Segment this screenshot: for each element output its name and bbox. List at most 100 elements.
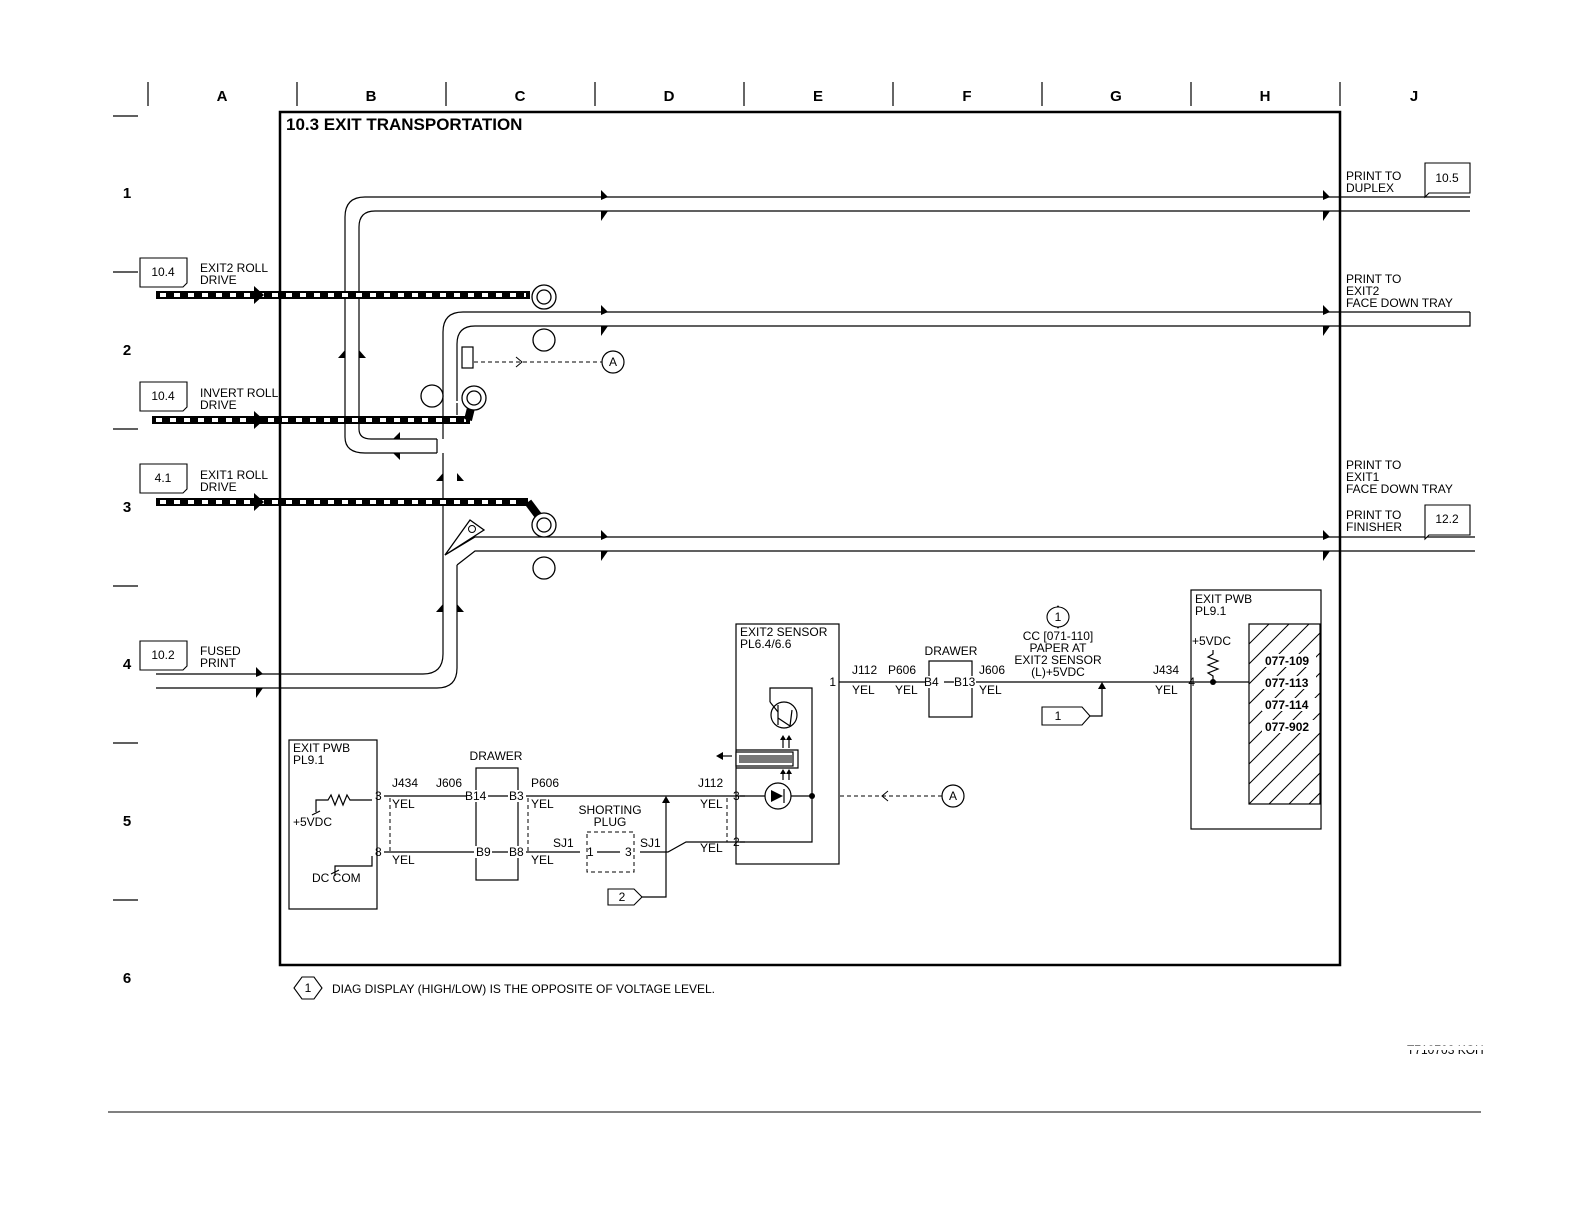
svg-text:EXIT PWB: EXIT PWB <box>293 741 350 755</box>
svg-text:SHORTING: SHORTING <box>578 803 641 817</box>
svg-text:3: 3 <box>733 789 740 803</box>
flow-arrows <box>256 190 1330 698</box>
svg-text:PL9.1: PL9.1 <box>293 753 325 767</box>
svg-text:3: 3 <box>375 789 382 803</box>
svg-text:J434: J434 <box>1153 663 1179 677</box>
svg-text:B4: B4 <box>924 675 939 689</box>
col-label-d: D <box>664 88 675 105</box>
footnote: 1 DIAG DISPLAY (HIGH/LOW) IS THE OPPOSIT… <box>293 976 715 1000</box>
svg-text:PRINT TO: PRINT TO <box>1346 272 1401 286</box>
row-label-5: 5 <box>123 813 131 830</box>
svg-text:FACE DOWN TRAY: FACE DOWN TRAY <box>1346 482 1453 496</box>
svg-text:1: 1 <box>587 845 594 859</box>
svg-text:P606: P606 <box>888 663 916 677</box>
exit-pwb-right: EXIT PWB PL9.1 +5VDC 077-109 077-113 077… <box>1190 589 1322 830</box>
svg-text:PL9.1: PL9.1 <box>1195 604 1227 618</box>
input-fused-print: 10.2 FUSED PRINT <box>139 640 241 671</box>
svg-text:3: 3 <box>625 845 632 859</box>
svg-text:2: 2 <box>619 890 626 904</box>
svg-text:J606: J606 <box>979 663 1005 677</box>
col-label-a: A <box>217 88 228 105</box>
col-label-g: G <box>1110 88 1122 105</box>
svg-text:YEL: YEL <box>700 841 723 855</box>
svg-text:+5VDC: +5VDC <box>293 815 332 829</box>
svg-text:FINISHER: FINISHER <box>1346 520 1402 534</box>
svg-text:B13: B13 <box>954 675 976 689</box>
svg-text:YEL: YEL <box>392 853 415 867</box>
svg-text:YEL: YEL <box>392 797 415 811</box>
svg-text:INVERT ROLL: INVERT ROLL <box>200 386 279 400</box>
svg-text:B8: B8 <box>509 845 524 859</box>
svg-text:10.2: 10.2 <box>151 648 175 662</box>
svg-text:12.2: 12.2 <box>1435 512 1459 526</box>
connector-a-label: A <box>609 355 617 369</box>
svg-text:EXIT2 SENSOR: EXIT2 SENSOR <box>740 625 828 639</box>
svg-text:DRAWER: DRAWER <box>925 644 978 658</box>
svg-text:1: 1 <box>829 675 836 689</box>
svg-text:+5VDC: +5VDC <box>1192 634 1231 648</box>
svg-text:10.4: 10.4 <box>151 265 175 279</box>
diagram-title: 10.3 EXIT TRANSPORTATION <box>286 115 522 134</box>
svg-text:EXIT2 SENSOR: EXIT2 SENSOR <box>1014 653 1102 667</box>
exit2-drive-line <box>156 286 530 304</box>
svg-text:2: 2 <box>733 835 740 849</box>
svg-text:10.5: 10.5 <box>1435 171 1459 185</box>
row-label-2: 2 <box>123 342 131 359</box>
svg-text:077-113: 077-113 <box>1265 676 1309 690</box>
exit2-pinch-roll <box>532 328 556 352</box>
svg-text:8: 8 <box>375 845 382 859</box>
row-label-1: 1 <box>123 185 131 202</box>
exit1-drive-line <box>156 493 544 521</box>
svg-text:1: 1 <box>1055 610 1062 624</box>
svg-text:DRIVE: DRIVE <box>200 273 237 287</box>
svg-text:P606: P606 <box>531 776 559 790</box>
svg-text:DRIVE: DRIVE <box>200 480 237 494</box>
input-invert-roll: 10.4 INVERT ROLL DRIVE <box>139 381 279 412</box>
col-label-j: J <box>1410 88 1418 105</box>
svg-text:1: 1 <box>1055 709 1062 723</box>
column-ruler: A B C D E F G H J <box>147 82 1418 106</box>
svg-text:DIAG DISPLAY (HIGH/LOW) IS THE: DIAG DISPLAY (HIGH/LOW) IS THE OPPOSITE … <box>332 982 715 996</box>
svg-text:PRINT TO: PRINT TO <box>1346 508 1401 522</box>
row-ruler: 1 2 3 4 5 6 <box>113 115 138 987</box>
svg-text:SJ1: SJ1 <box>553 836 574 850</box>
exit2-sensor: EXIT2 SENSOR PL6.4/6.6 <box>716 623 965 865</box>
svg-text:(L)+5VDC: (L)+5VDC <box>1031 665 1085 679</box>
svg-text:YEL: YEL <box>895 683 918 697</box>
svg-text:DUPLEX: DUPLEX <box>1346 181 1394 195</box>
row-label-4: 4 <box>123 656 132 673</box>
col-label-b: B <box>366 88 377 105</box>
output-exit1-tray: PRINT TO EXIT1 FACE DOWN TRAY <box>1346 458 1453 496</box>
output-finisher: PRINT TO FINISHER 12.2 <box>1346 504 1471 541</box>
svg-text:CC [071-110]: CC [071-110] <box>1023 629 1093 643</box>
svg-text:EXIT1: EXIT1 <box>1346 470 1380 484</box>
col-label-f: F <box>962 88 971 105</box>
svg-text:1: 1 <box>305 981 312 995</box>
svg-text:J112: J112 <box>698 776 723 790</box>
bottom-circuit: EXIT PWB PL9.1 +5VDC 3 8 DC COM J434 YEL… <box>288 739 745 910</box>
svg-text:SJ1: SJ1 <box>640 836 661 850</box>
svg-text:YEL: YEL <box>700 797 723 811</box>
svg-text:J434: J434 <box>392 776 418 790</box>
svg-text:077-114: 077-114 <box>1265 698 1309 712</box>
svg-text:EXIT PWB: EXIT PWB <box>1195 592 1252 606</box>
svg-text:J112: J112 <box>852 663 877 677</box>
col-label-c: C <box>515 88 526 105</box>
svg-text:YEL: YEL <box>979 683 1002 697</box>
svg-text:DRIVE: DRIVE <box>200 398 237 412</box>
svg-text:B14: B14 <box>465 789 487 803</box>
svg-text:10.4: 10.4 <box>151 389 175 403</box>
invert-pinch-roll <box>420 384 444 408</box>
paper-paths <box>156 196 1475 689</box>
svg-text:YEL: YEL <box>852 683 875 697</box>
svg-text:PAPER AT: PAPER AT <box>1030 641 1088 655</box>
exit1-pinch-roll <box>532 556 556 580</box>
col-label-h: H <box>1260 88 1271 105</box>
svg-text:4: 4 <box>1188 675 1195 689</box>
diagram-frame <box>278 110 1342 967</box>
row-label-6: 6 <box>123 970 131 987</box>
svg-text:PL6.4/6.6: PL6.4/6.6 <box>740 637 792 651</box>
svg-text:PRINT TO: PRINT TO <box>1346 458 1401 472</box>
svg-text:077-902: 077-902 <box>1265 720 1309 734</box>
